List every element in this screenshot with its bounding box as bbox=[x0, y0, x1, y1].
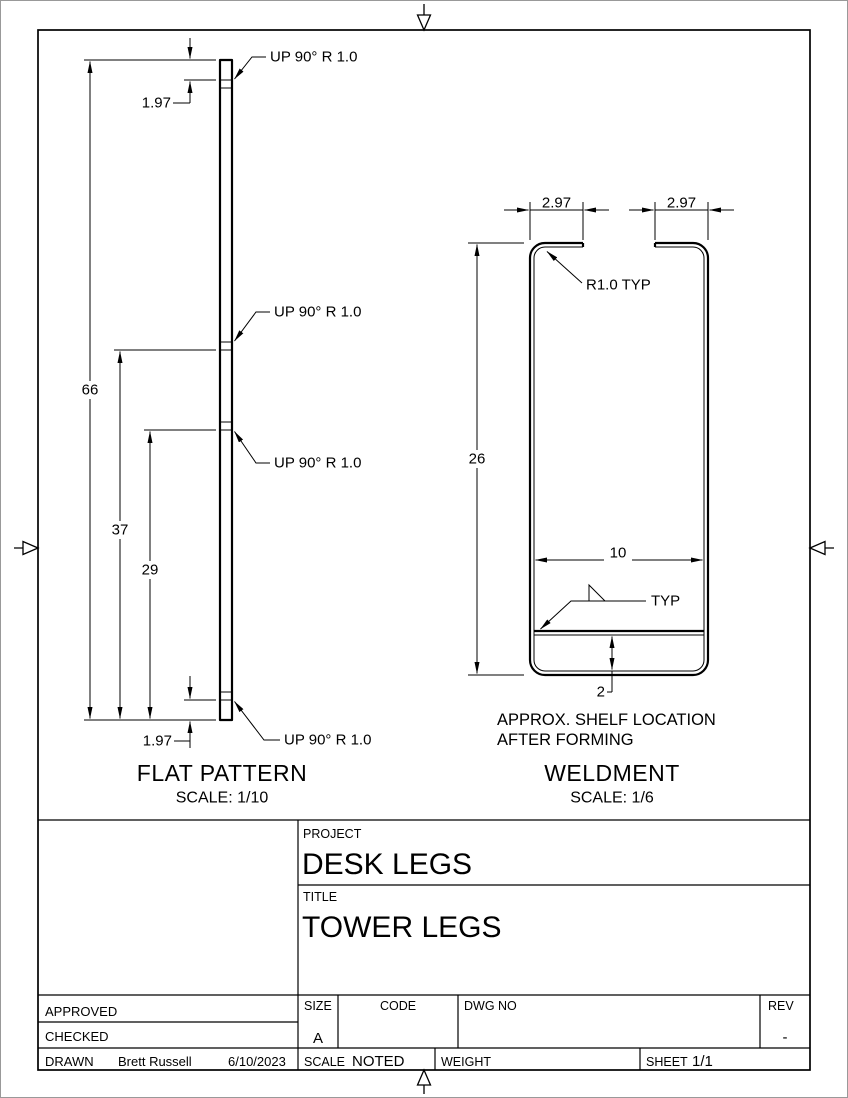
weldment-title: WELDMENT bbox=[544, 760, 680, 786]
sheet-label: SHEET bbox=[646, 1055, 688, 1069]
size-value: A bbox=[313, 1030, 323, 1047]
title-name: TOWER LEGS bbox=[302, 911, 501, 944]
weldment-view: 2.97 2.97 26 10 2 bbox=[463, 195, 734, 807]
dim-top-flange-197: 1.97 bbox=[142, 38, 193, 112]
drawn-label: DRAWN bbox=[45, 1054, 94, 1069]
dim-overall-length-66: 66 bbox=[76, 61, 104, 719]
title-label: TITLE bbox=[303, 890, 337, 904]
dim-shelf-2: 2 bbox=[597, 636, 615, 701]
fillet-weld-triangle bbox=[588, 583, 607, 602]
weldment-scale: SCALE: 1/6 bbox=[570, 790, 654, 807]
bend-callout-4: UP 90° R 1.0 bbox=[234, 701, 371, 749]
bend-note-3-text: UP 90° R 1.0 bbox=[274, 455, 361, 472]
flat-pattern-extension-lines bbox=[84, 59, 216, 721]
title-block-grid bbox=[38, 819, 810, 1070]
flat-pattern-view: 66 37 29 1.97 1.97 UP 90° R 1.0 bbox=[76, 38, 371, 807]
dim-second-bend-37: 37 bbox=[106, 351, 134, 719]
drawn-by: Brett Russell bbox=[118, 1054, 192, 1069]
dim-37-text: 37 bbox=[112, 522, 129, 539]
bend-note-4-text: UP 90° R 1.0 bbox=[284, 732, 371, 749]
dim-2-text: 2 bbox=[597, 684, 605, 701]
dim-10-text: 10 bbox=[610, 545, 627, 562]
shelf-note-line2: AFTER FORMING bbox=[497, 731, 634, 749]
rev-value: - bbox=[783, 1029, 788, 1046]
flat-pattern-title: FLAT PATTERN bbox=[137, 760, 307, 786]
centering-mark-left bbox=[14, 540, 40, 556]
shelf-note-line1: APPROX. SHELF LOCATION bbox=[497, 711, 716, 729]
bend-note-2-text: UP 90° R 1.0 bbox=[274, 304, 361, 321]
dim-297-right-text: 2.97 bbox=[667, 195, 696, 212]
dim-third-bend-29: 29 bbox=[136, 431, 164, 719]
bend-note-1-text: UP 90° R 1.0 bbox=[270, 49, 357, 66]
dim-height-26: 26 bbox=[463, 242, 524, 676]
dwg-no-label: DWG NO bbox=[464, 999, 517, 1013]
weight-label: WEIGHT bbox=[441, 1055, 491, 1069]
radius-note-text: R1.0 TYP bbox=[586, 277, 651, 294]
dim-297-left-text: 2.97 bbox=[542, 195, 571, 212]
dim-left-flange-297: 2.97 bbox=[504, 195, 609, 240]
code-label: CODE bbox=[380, 999, 416, 1013]
centering-mark-bottom bbox=[416, 1068, 432, 1094]
project-name: DESK LEGS bbox=[302, 848, 472, 881]
scale-label: SCALE bbox=[304, 1055, 345, 1069]
checked-label: CHECKED bbox=[45, 1029, 109, 1044]
centering-mark-right bbox=[808, 540, 834, 556]
bend-lines bbox=[219, 79, 233, 701]
weld-typ-text: TYP bbox=[651, 593, 680, 610]
dim-right-flange-297: 2.97 bbox=[629, 195, 734, 240]
rev-label: REV bbox=[768, 999, 794, 1013]
weld-symbol: TYP bbox=[540, 583, 680, 630]
dim-29-text: 29 bbox=[142, 562, 159, 579]
centering-mark-top bbox=[416, 4, 432, 32]
bend-callout-2: UP 90° R 1.0 bbox=[234, 304, 361, 342]
project-label: PROJECT bbox=[303, 827, 362, 841]
dim-197-bottom-text: 1.97 bbox=[143, 733, 172, 750]
dim-66-text: 66 bbox=[82, 382, 99, 399]
dim-197-top-text: 1.97 bbox=[142, 95, 171, 112]
flat-pattern-outline bbox=[218, 58, 234, 722]
dim-26-text: 26 bbox=[469, 451, 486, 468]
weldment-outline bbox=[528, 241, 710, 677]
dim-width-10: 10 bbox=[535, 544, 703, 563]
scale-value: NOTED bbox=[352, 1053, 405, 1070]
bend-callout-3: UP 90° R 1.0 bbox=[234, 431, 361, 472]
approved-label: APPROVED bbox=[45, 1004, 117, 1019]
sheet-value: 1/1 bbox=[692, 1053, 713, 1070]
dim-bottom-flange-197: 1.97 bbox=[143, 676, 193, 750]
flat-pattern-scale: SCALE: 1/10 bbox=[176, 790, 269, 807]
title-block: PROJECT DESK LEGS TITLE TOWER LEGS APPRO… bbox=[38, 819, 810, 1070]
bend-callout-1: UP 90° R 1.0 bbox=[234, 49, 357, 80]
shelf-lines bbox=[534, 629, 704, 636]
drawn-date: 6/10/2023 bbox=[228, 1054, 286, 1069]
radius-callout: R1.0 TYP bbox=[546, 251, 651, 294]
size-label: SIZE bbox=[304, 999, 332, 1013]
